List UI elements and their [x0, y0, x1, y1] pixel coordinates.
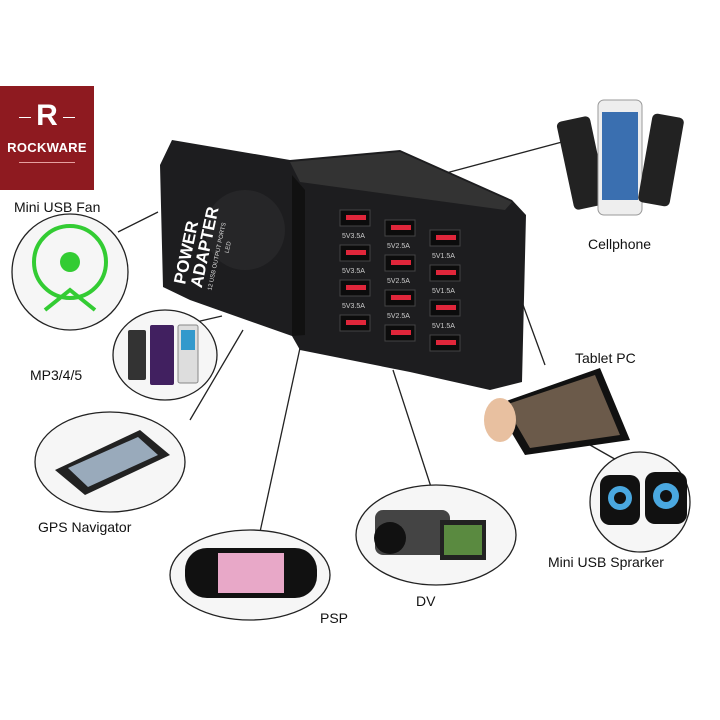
- logo-letter: R: [0, 100, 94, 132]
- label-mp3: MP3/4/5: [30, 367, 83, 383]
- port-rating: 5V3.5A: [342, 303, 365, 310]
- usb-port-led: [391, 225, 411, 230]
- power-adapter: POWER ADAPTER 12 USB OUTPUT PORTS LED 5V…: [160, 140, 526, 390]
- adapter-led: LED: [225, 240, 233, 253]
- mini-usb-fan: [11, 213, 129, 331]
- dv-camcorder: [355, 484, 517, 586]
- label-gps-navigator: GPS Navigator: [38, 519, 132, 535]
- label-psp: PSP: [320, 610, 349, 626]
- port-rating: 5V2.5A: [387, 313, 410, 320]
- port-rating: 5V1.5A: [432, 323, 455, 330]
- usb-port-led: [436, 305, 456, 310]
- usb-port-led: [346, 250, 366, 255]
- usb-port-led: [346, 215, 366, 220]
- rockware-logo: R ROCKWARE: [0, 86, 94, 190]
- label-cellphone: Cellphone: [588, 236, 652, 252]
- gps-navigator: [34, 411, 186, 513]
- usb-port-led: [436, 340, 456, 345]
- port-rating: 5V3.5A: [342, 268, 365, 275]
- usb-port-led: [346, 285, 366, 290]
- mini-usb-speaker: [589, 451, 691, 553]
- usb-port-led: [436, 235, 456, 240]
- usb-port-led: [391, 295, 411, 300]
- port-rating: 5V3.5A: [342, 233, 365, 240]
- label-mini-usb-speaker: Mini USB Sprarker: [548, 554, 664, 570]
- port-rating: 5V2.5A: [387, 243, 410, 250]
- mp3-player: [112, 309, 218, 401]
- cellphone: [556, 99, 684, 216]
- port-rating: 5V2.5A: [387, 278, 410, 285]
- label-dv: DV: [416, 593, 436, 609]
- port-rating: 5V1.5A: [432, 288, 455, 295]
- usb-port-led: [391, 260, 411, 265]
- usb-port-led: [436, 270, 456, 275]
- label-tablet-pc: Tablet PC: [575, 350, 636, 366]
- usb-port-led: [346, 320, 366, 325]
- label-mini-usb-fan: Mini USB Fan: [14, 199, 101, 215]
- port-rating: 5V1.5A: [432, 253, 455, 260]
- logo-text: ROCKWARE: [7, 140, 87, 155]
- tablet-pc: [484, 368, 630, 455]
- psp: [169, 529, 331, 621]
- usb-port-led: [391, 330, 411, 335]
